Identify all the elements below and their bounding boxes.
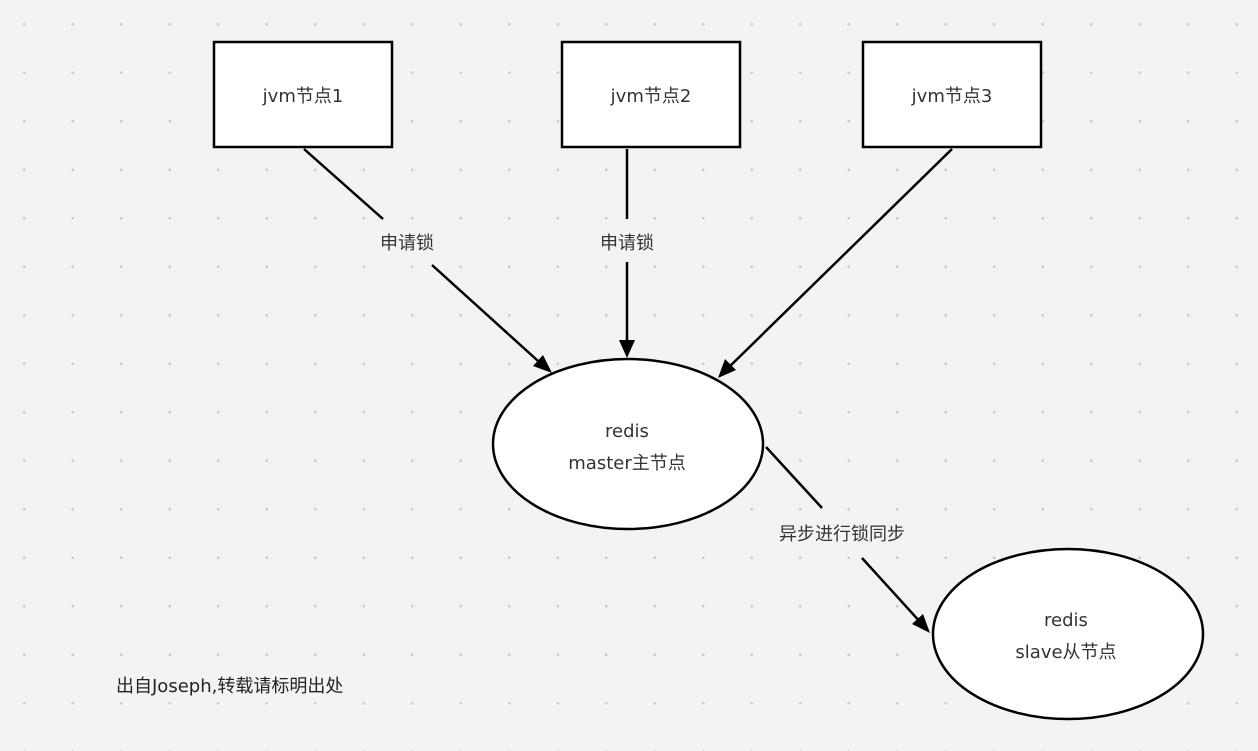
edge-master-to-slave[interactable]: 异步进行锁同步 <box>765 446 930 633</box>
edge-jvm3-to-master[interactable] <box>718 148 953 378</box>
node-redis-master[interactable]: redis master主节点 <box>491 357 765 531</box>
node-jvm3-label: jvm节点3 <box>911 86 993 107</box>
edge-jvm2-to-master[interactable]: 申请锁 <box>600 149 654 358</box>
node-redis-slave-line1: redis <box>1044 610 1088 631</box>
node-jvm3[interactable]: jvm节点3 <box>861 40 1043 149</box>
edge-label-async-lock-sync: 异步进行锁同步 <box>779 524 905 545</box>
node-redis-master-line1: redis <box>605 421 649 442</box>
node-jvm1[interactable]: jvm节点1 <box>212 40 394 149</box>
node-jvm1-label: jvm节点1 <box>262 86 344 107</box>
node-jvm2-label: jvm节点2 <box>610 86 692 107</box>
edge-label-apply-lock-2: 申请锁 <box>600 233 654 254</box>
node-redis-master-line2: master主节点 <box>568 453 685 474</box>
footer-note: 出自Joseph,转载请标明出处 <box>116 676 343 697</box>
node-jvm2[interactable]: jvm节点2 <box>560 40 742 149</box>
edge-label-apply-lock-1: 申请锁 <box>380 233 434 254</box>
node-redis-slave[interactable]: redis slave从节点 <box>931 547 1205 721</box>
edge-jvm1-to-master[interactable]: 申请锁 <box>303 148 552 373</box>
node-redis-slave-line2: slave从节点 <box>1015 642 1116 663</box>
